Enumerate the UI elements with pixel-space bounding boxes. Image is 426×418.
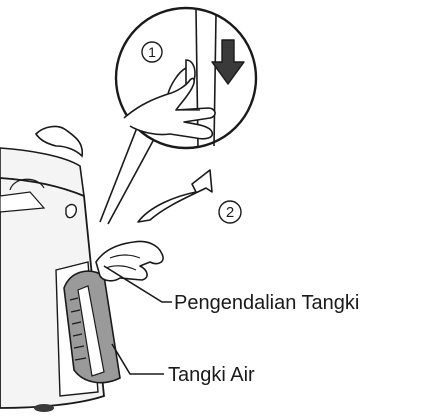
curved-up-arrow-icon: [138, 170, 212, 222]
step-2-label: 2: [219, 201, 241, 223]
unit-foot: [34, 404, 54, 412]
leader-line-water-tank: [112, 344, 164, 374]
label-water-tank: Tangki Air: [168, 364, 255, 386]
label-tank-handle: Pengendalian Tangki: [174, 292, 359, 314]
detail-callout: 1: [100, 8, 256, 224]
hand-top: [36, 127, 82, 156]
step-1-number: 1: [148, 44, 156, 60]
side-handle-slot: [66, 205, 76, 218]
step-2-number: 2: [226, 204, 234, 221]
hand-gripping-tank: [96, 242, 163, 281]
callout-line-left: [100, 120, 140, 222]
step-1-label: 1: [142, 42, 162, 62]
